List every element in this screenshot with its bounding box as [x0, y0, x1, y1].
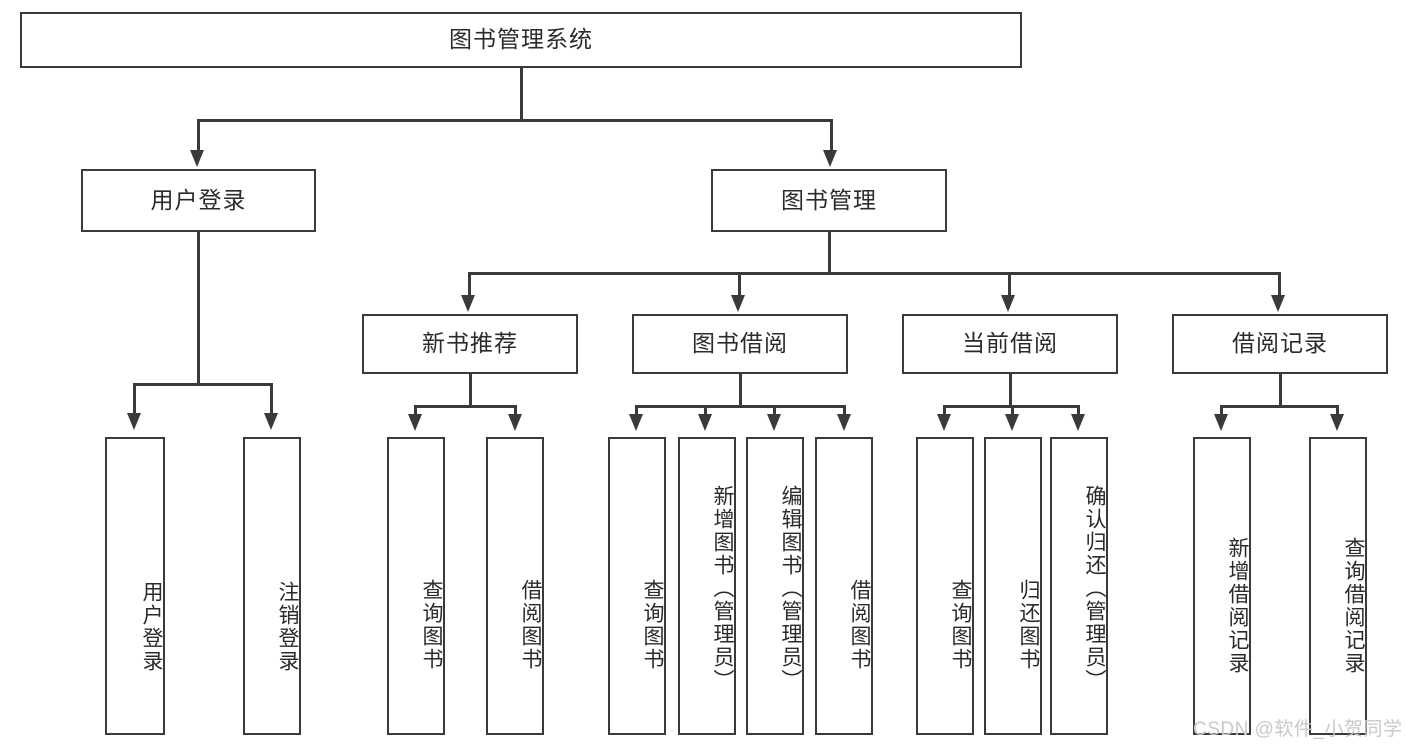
node-current-borrow[interactable]: 当前借阅: [902, 314, 1118, 374]
arrowhead-leaf-return-book: [1005, 414, 1019, 431]
connector-br-l2: [1336, 405, 1339, 415]
node-book-borrow[interactable]: 图书借阅: [632, 314, 848, 374]
arrowhead-leaf-add-record: [1214, 414, 1228, 431]
connector-user-login-bus: [133, 383, 270, 386]
arrowhead-leaf-query-book-2: [629, 414, 643, 431]
connector-root-bus: [197, 119, 833, 122]
connector-cb-l1: [943, 405, 946, 415]
connector-book-manage-bus: [468, 272, 1280, 275]
arrowhead-leaf-add-book: [698, 414, 712, 431]
connector-borrow-record-stem: [1279, 374, 1282, 406]
arrowhead-to-user-login: [190, 150, 204, 167]
connector-borrow-record-bus: [1220, 405, 1338, 408]
leaf-add-borrow-record[interactable]: 新增借阅记录: [1193, 437, 1251, 735]
leaf-query-book-new-book[interactable]: 查询图书: [387, 437, 445, 735]
connector-bb-l2: [704, 405, 707, 415]
connector-cb-l2: [1011, 405, 1014, 415]
connector-book-manage-stem: [828, 232, 831, 273]
csdn-watermark: CSDN @软件_小贺同学: [1193, 719, 1403, 740]
connector-bb-l4: [843, 405, 846, 415]
arrowhead-leaf-edit-book: [767, 414, 781, 431]
arrowhead-leaf-query-book-1: [408, 414, 422, 431]
arrowhead-leaf-user-login: [127, 413, 141, 430]
arrowhead-to-current-borrow: [1001, 295, 1015, 312]
leaf-logout[interactable]: 注销登录: [243, 437, 301, 735]
connector-br-l1: [1220, 405, 1223, 415]
connector-new-book-rec-stem: [469, 374, 472, 406]
leaf-query-borrow-record[interactable]: 查询借阅记录: [1309, 437, 1367, 735]
node-borrow-record[interactable]: 借阅记录: [1172, 314, 1388, 374]
connector-root-stem: [520, 68, 523, 120]
arrowhead-to-new-book-rec: [461, 295, 475, 312]
connector-nbr-l2: [514, 405, 517, 415]
leaf-query-book-borrow[interactable]: 查询图书: [608, 437, 666, 735]
arrowhead-leaf-confirm-return: [1071, 414, 1085, 431]
arrowhead-leaf-borrow-book-1: [508, 414, 522, 431]
connector-cb-l3: [1077, 405, 1080, 415]
connector-user-login-l1: [133, 383, 136, 414]
connector-new-book-rec-bus: [414, 405, 516, 408]
connector-root-to-user-login: [197, 119, 200, 151]
leaf-borrow-book-new-book[interactable]: 借阅图书: [486, 437, 544, 735]
arrowhead-to-book-manage: [823, 150, 837, 167]
connector-current-borrow-bus: [943, 405, 1078, 408]
connector-user-login-stem: [197, 232, 200, 384]
connector-book-borrow-stem: [739, 374, 742, 406]
leaf-user-login[interactable]: 用户登录: [105, 437, 165, 735]
connector-book-borrow-bus: [635, 405, 845, 408]
connector-user-login-l2: [270, 383, 273, 414]
leaf-query-book-current[interactable]: 查询图书: [916, 437, 974, 735]
arrowhead-leaf-query-record: [1330, 414, 1344, 431]
arrowhead-leaf-borrow-book-2: [837, 414, 851, 431]
connector-bb-l3: [773, 405, 776, 415]
connector-root-to-book-manage: [830, 119, 833, 151]
arrowhead-to-borrow-record: [1271, 295, 1285, 312]
leaf-add-book-admin[interactable]: 新增图书（管理员）: [678, 437, 736, 735]
arrowhead-leaf-logout: [264, 413, 278, 430]
node-book-manage[interactable]: 图书管理: [711, 169, 947, 232]
node-new-book-recommend[interactable]: 新书推荐: [362, 314, 578, 374]
connector-nbr-l1: [414, 405, 417, 415]
node-root-book-management-system[interactable]: 图书管理系统: [20, 12, 1022, 68]
connector-to-new-book-rec: [468, 272, 471, 296]
connector-to-current-borrow: [1008, 272, 1011, 296]
leaf-confirm-return-admin[interactable]: 确认归还（管理员）: [1050, 437, 1108, 735]
node-user-login[interactable]: 用户登录: [81, 169, 316, 232]
arrowhead-to-book-borrow: [731, 295, 745, 312]
connector-bb-l1: [635, 405, 638, 415]
leaf-edit-book-admin[interactable]: 编辑图书（管理员）: [746, 437, 804, 735]
arrowhead-leaf-query-book-3: [937, 414, 951, 431]
connector-to-book-borrow: [738, 272, 741, 296]
leaf-borrow-book[interactable]: 借阅图书: [815, 437, 873, 735]
leaf-return-book[interactable]: 归还图书: [984, 437, 1042, 735]
connector-to-borrow-record: [1278, 272, 1281, 296]
connector-current-borrow-stem: [1009, 374, 1012, 406]
